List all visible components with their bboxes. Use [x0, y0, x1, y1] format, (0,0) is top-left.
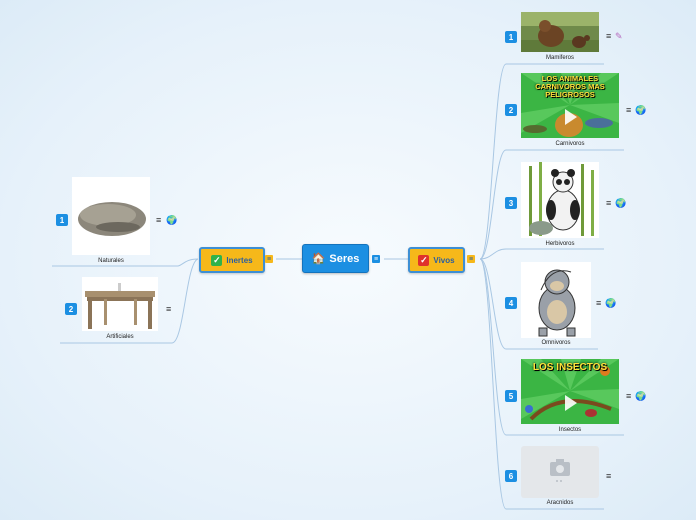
- omnivoros-caption: Omnivoros: [541, 340, 571, 346]
- notes-icon[interactable]: ≡: [166, 304, 172, 314]
- herbivoros-caption: Herbivoros: [545, 241, 575, 247]
- connector-mamiferos: [479, 63, 604, 260]
- number-badge: 2: [505, 104, 517, 116]
- aracnidos-caption: Aracnidos: [546, 500, 574, 506]
- notes-icon[interactable]: ≡: [606, 198, 612, 208]
- insectos-caption: Insectos: [558, 427, 582, 433]
- vivos-node[interactable]: ✓ Vivos: [408, 247, 465, 273]
- notes-icon[interactable]: ≡: [606, 471, 612, 481]
- video-insects-image[interactable]: LOS INSECTOS: [521, 359, 619, 424]
- connector-insectos: [479, 258, 624, 436]
- house-icon: 🏠: [311, 253, 326, 265]
- check-green-icon: ✓: [211, 254, 223, 266]
- gorilla-image[interactable]: [521, 262, 591, 338]
- connector-naturales: [52, 258, 199, 267]
- table-image[interactable]: [82, 277, 158, 331]
- globe-icon[interactable]: 🌍: [605, 298, 617, 308]
- video-title: LOS INSECTOS: [532, 362, 608, 373]
- number-badge: 3: [505, 197, 517, 209]
- center-node-label: Seres: [329, 252, 360, 265]
- notes-icon[interactable]: ≡: [626, 391, 632, 401]
- notes-icon[interactable]: ≡: [606, 31, 612, 41]
- naturales-caption: Naturales: [98, 258, 124, 264]
- video-title: LOS ANIMALES CARNIVOROS MAS PELIGROSOS: [535, 74, 605, 99]
- connector-omnivoros: [479, 258, 598, 350]
- image-placeholder[interactable]: [521, 446, 599, 498]
- globe-icon[interactable]: 🌍: [635, 105, 647, 115]
- inertes-node-label: Inertes: [226, 255, 253, 265]
- video-carnivores-image[interactable]: LOS ANIMALES CARNIVOROS MAS PELIGROSOS: [521, 73, 619, 138]
- number-badge: 6: [505, 470, 517, 482]
- inertes-node[interactable]: ✓ Inertes: [199, 247, 265, 273]
- bears-image[interactable]: [521, 12, 599, 52]
- number-badge: 1: [56, 214, 68, 226]
- connector-herbivoros: [479, 248, 604, 260]
- artificiales-caption: Artificiales: [106, 334, 134, 340]
- notes-icon[interactable]: ≡: [156, 215, 162, 225]
- number-badge: 2: [65, 303, 77, 315]
- mamiferos-caption: Mamiferos: [545, 55, 574, 61]
- globe-icon[interactable]: 🌍: [635, 391, 647, 401]
- number-badge: 4: [505, 297, 517, 309]
- carnivoros-caption: Carnivoros: [555, 141, 585, 147]
- number-badge: 1: [505, 31, 517, 43]
- notes-icon[interactable]: ≡: [265, 255, 273, 263]
- notes-icon[interactable]: ≡: [626, 105, 632, 115]
- globe-icon[interactable]: 🌍: [615, 198, 627, 208]
- number-badge: 5: [505, 390, 517, 402]
- center-node[interactable]: 🏠 Seres: [302, 244, 369, 273]
- connector-aracnidos: [479, 258, 604, 510]
- vivos-node-label: Vivos: [433, 255, 455, 265]
- notes-icon[interactable]: ≡: [372, 255, 380, 263]
- connector-carnivoros: [479, 149, 624, 260]
- notes-icon[interactable]: ≡: [467, 255, 475, 263]
- notes-icon[interactable]: ≡: [596, 298, 602, 308]
- rock-image[interactable]: [72, 177, 150, 255]
- check-red-icon: ✓: [418, 254, 430, 266]
- attachment-icon[interactable]: ✎: [615, 31, 623, 41]
- globe-icon[interactable]: 🌍: [166, 215, 178, 225]
- connector-artificiales: [60, 258, 199, 344]
- panda-image[interactable]: [521, 162, 599, 238]
